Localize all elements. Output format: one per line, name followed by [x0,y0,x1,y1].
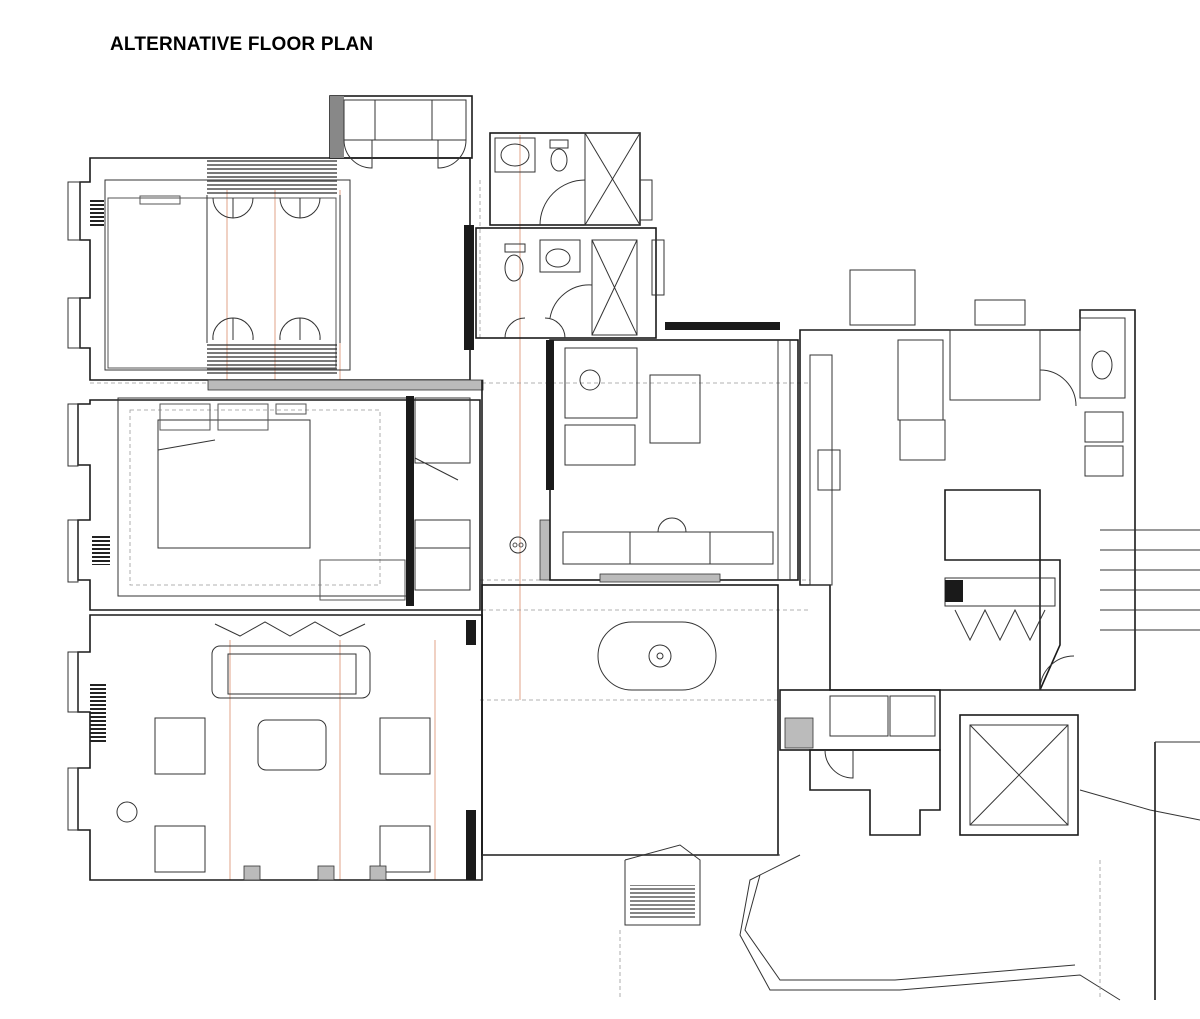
living-room [67,614,483,881]
reference-lines [90,135,810,880]
bedroom-top-left [67,157,471,381]
top-hall [329,95,481,340]
bathroom-upper [489,132,653,226]
service-area [779,689,1200,1000]
bathroom-lower [464,225,665,350]
lounge-hall [481,584,780,856]
entry-porch [619,844,1121,1001]
kitchen [799,269,1200,691]
bedroom-middle-left [67,379,484,611]
central-corridor [481,380,551,860]
plan-title: ALTERNATIVE FLOOR PLAN [110,34,374,55]
dining-room [546,322,799,583]
